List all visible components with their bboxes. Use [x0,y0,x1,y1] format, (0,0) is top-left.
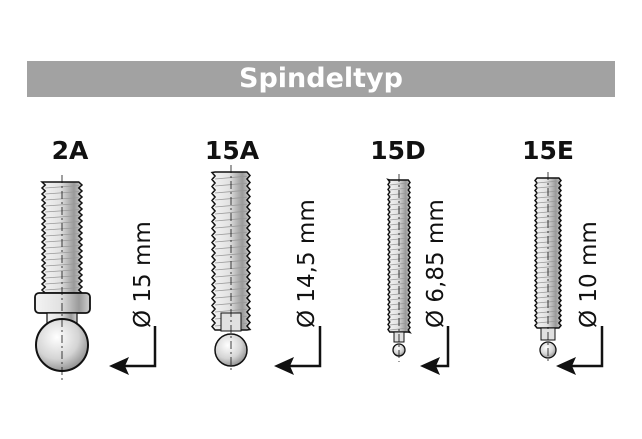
diameter-label-15a: Ø 14,5 mm [294,199,320,328]
thread-line [45,251,79,255]
arrowhead [420,357,440,375]
bracket-line [570,326,604,368]
spindle-15e: 15E Ø 10 mm [522,136,604,375]
thread-line [215,252,247,257]
thread-line [215,210,247,215]
thread-line [537,275,559,279]
thread-line [537,200,559,204]
type-label-2a: 2A [52,136,89,165]
thread-line [215,273,247,278]
diameter-label-15e: Ø 10 mm [576,221,602,328]
ball [214,333,248,367]
dimension-arrow-icon [274,326,322,375]
thread-line [45,269,79,273]
thread-line [45,221,79,225]
bracket-line [288,326,322,368]
thread-line [389,202,409,206]
thread-line [389,277,409,281]
hex-nut [34,292,91,314]
arrowhead [109,357,129,375]
arrowhead [556,357,576,375]
spindle-15d: 15D Ø 6,85 mm [370,136,450,375]
bracket-line [434,326,450,368]
thread-line [389,182,409,186]
thread-line [45,263,79,267]
thread-line [537,280,559,284]
thread-line [537,195,559,199]
dimension-arrow-icon [420,326,450,375]
type-label-15e: 15E [522,136,574,165]
spindle-15a-drawing [210,165,252,372]
thread-line [45,215,79,219]
thread-line [537,180,559,184]
thread-line [215,203,247,208]
type-label-15d: 15D [370,136,426,165]
thread-line [389,282,409,286]
arrowhead [274,357,294,375]
thread-line [215,301,247,306]
section-header: Spindeltyp [27,61,615,97]
thread-line [537,260,559,264]
thread-line [537,185,559,189]
spindle-15a: 15A Ø 14,5 mm [205,136,322,375]
thread-line [389,197,409,201]
bracket-line [123,326,157,368]
thread-line [389,262,409,266]
spindle-15e-drawing [534,172,562,364]
dimension-arrow-icon [556,326,604,375]
type-label-15a: 15A [205,136,260,165]
thread-line [537,265,559,269]
thread-line [389,267,409,271]
spindle-2a-drawing [34,175,91,380]
thread-line [389,187,409,191]
diameter-label-15d: Ø 6,85 mm [423,199,449,328]
spindle-15d-drawing [386,174,412,362]
thread-line [215,224,247,229]
thread-line [215,189,247,194]
thread-line [45,203,79,207]
dimension-arrow-icon [109,326,157,375]
diameter-label-2a: Ø 15 mm [130,221,156,328]
spindle-2a: 2A Ø 15 mm [34,136,157,380]
